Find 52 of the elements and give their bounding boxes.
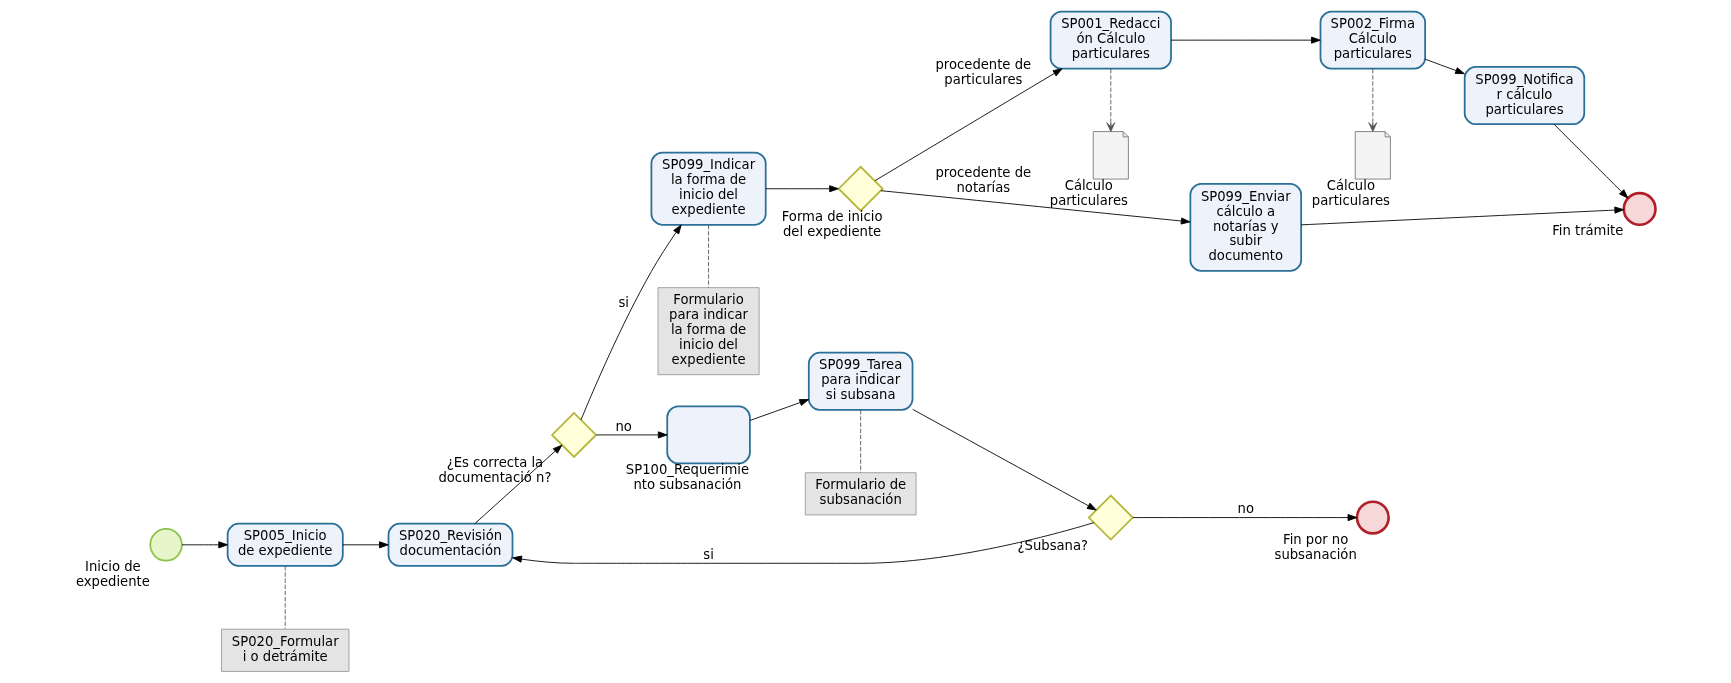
connector [284,565,286,630]
node-label: Cálculo particulares [1311,177,1390,208]
node-box: SP020_Formulari o detrámite [221,628,350,672]
node-box: Formulario de subsanación [804,472,917,516]
node-diamond [837,165,884,212]
node-box: SP020_Revisión documentación [387,522,514,567]
arrow [749,399,809,421]
node-label: Fin trámite [1552,223,1624,239]
node-box: SP002_Firma Cálculo particulares [1319,10,1426,70]
edge-label: procedente de notarías [935,165,1032,196]
arrow [1300,206,1625,226]
arrow [912,408,1097,511]
node-label: ¿Es correcta la documentació n? [438,455,552,486]
arrow [580,224,682,421]
arrow [1170,36,1321,44]
node-circle [1622,191,1657,227]
connector [708,224,709,288]
node-label: Fin por no subsanación [1274,531,1357,562]
node-box: SP099_Enviar cálculo a notarías y subir documento [1189,183,1303,272]
arrow [474,444,563,525]
connector [860,409,862,473]
arrow [342,541,389,549]
node-label: Inicio de expediente [75,559,150,590]
arrow [595,431,668,439]
arrow [512,522,1095,564]
edge-label: no [615,418,632,434]
arrow [880,190,1191,225]
arrow [181,541,228,549]
edge-label: procedente de particulares [935,57,1032,88]
node-box: SP099_Indicar la forma de inicio del expediente [650,151,767,226]
edge-label: no [1237,501,1254,517]
arrow [1424,58,1465,75]
arrow [1132,514,1358,522]
arrow [874,68,1063,182]
node-label: ¿Subsana? [1017,538,1088,554]
arrow [765,185,839,193]
node-label: Cálculo particulares [1049,177,1128,208]
node-label: SP100_Requerimiento subsanación [625,462,750,492]
arrow [1106,68,1116,132]
node-box [666,405,751,465]
node-circle [1355,500,1390,535]
edge-label: si [703,546,714,562]
node-label: Forma de inicio del expediente [781,209,883,240]
node-circle [149,528,183,562]
node-box: SP099_Notificar cálculo particulares [1463,66,1586,125]
node-box: SP005_Inicio de expediente [226,522,344,567]
node-box: SP001_Redacci ón Cálculo particulares [1049,10,1172,70]
arrow [1553,123,1629,199]
arrow [1368,68,1378,132]
edge-label: si [618,294,629,310]
node-box: Formulario para indicar la forma de inicio del expediente [657,287,760,376]
node-box: SP099_Tarea para indicar si subsana [807,351,914,411]
